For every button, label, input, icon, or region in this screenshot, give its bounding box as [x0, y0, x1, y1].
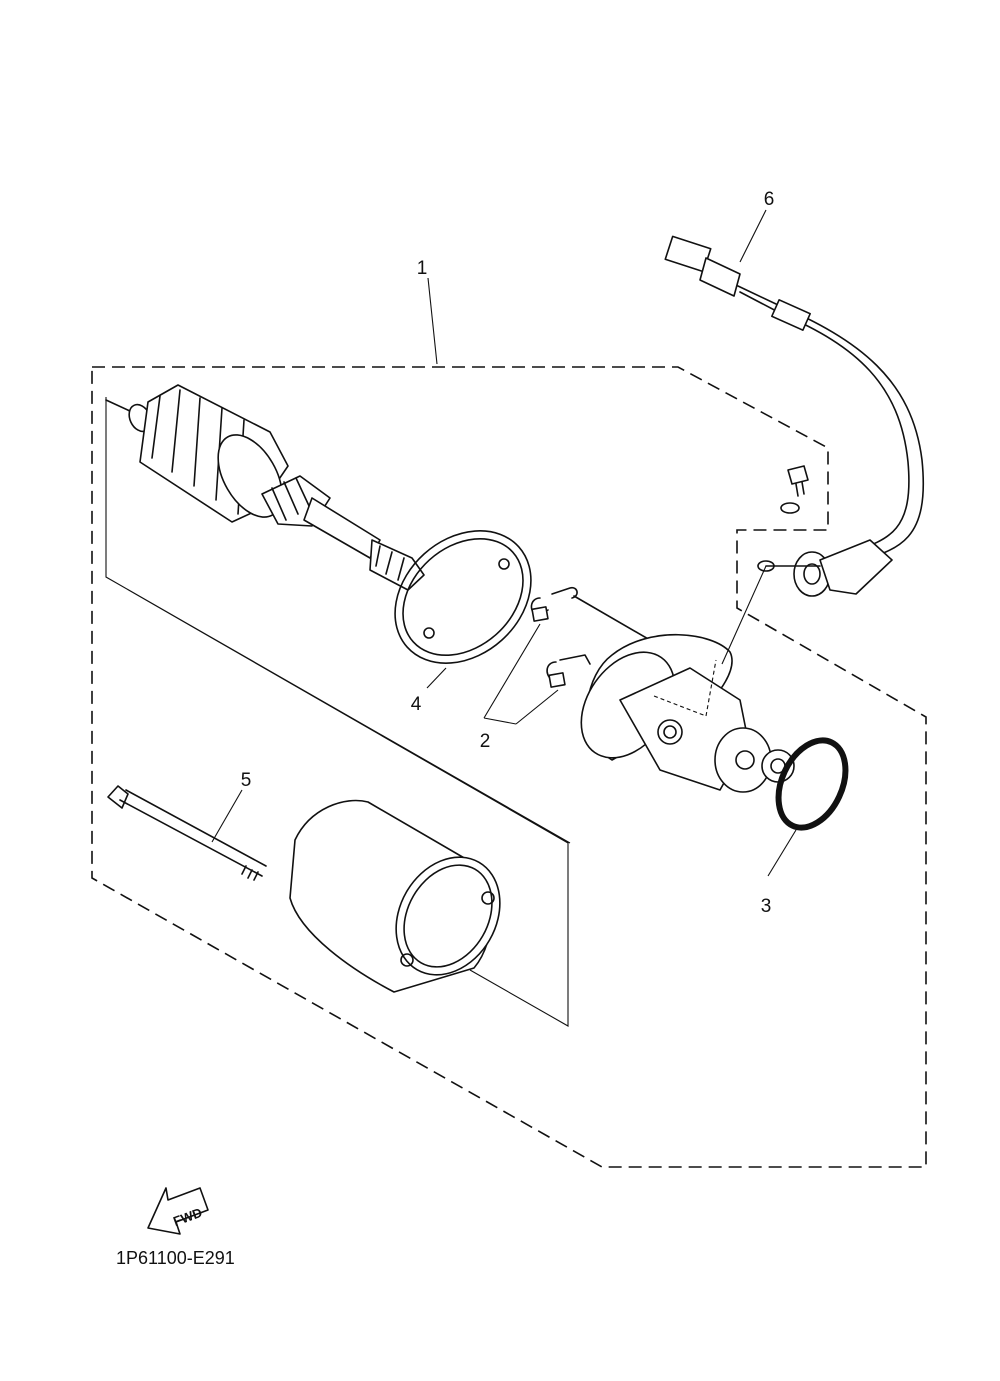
yoke	[289, 799, 501, 993]
fwd-arrow-icon: FWD	[147, 1187, 209, 1235]
through-bolt	[107, 785, 267, 881]
armature-group-frame	[105, 397, 571, 1027]
brush-set	[530, 586, 651, 688]
front-bracket	[580, 633, 795, 793]
lead-wire	[664, 235, 924, 665]
callout-number-5: 5	[241, 770, 252, 791]
callout-number-2: 2	[480, 731, 491, 752]
diagram-code: 1P61100-E291	[116, 1248, 235, 1268]
callout-number-4: 4	[411, 694, 422, 715]
callout-leaders	[211, 209, 797, 877]
assembly-boundary	[91, 366, 927, 1168]
callout-number-3: 3	[761, 896, 772, 917]
o-ring	[775, 737, 849, 831]
armature	[105, 384, 425, 591]
callout-number-1: 1	[417, 258, 428, 279]
callout-number-6: 6	[764, 189, 775, 210]
gasket	[394, 530, 532, 664]
